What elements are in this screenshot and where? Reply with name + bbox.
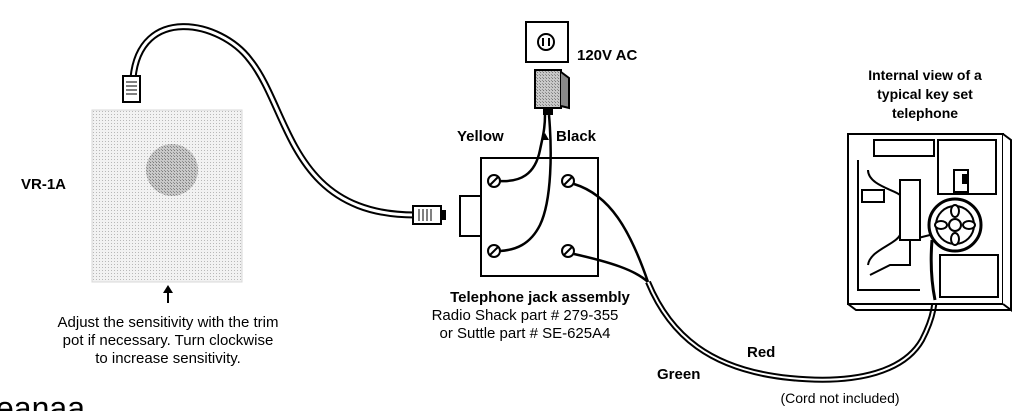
instruction-line-3: to increase sensitivity. [95, 350, 241, 367]
cord-note: (Cord not included) [780, 390, 899, 406]
instruction-line-1: Adjust the sensitivity with the trim [58, 314, 279, 331]
jack-line-2: or Suttle part # SE-625A4 [440, 325, 611, 342]
rj11-plug-jack-icon [412, 205, 446, 225]
rj11-plug-top-icon [122, 75, 141, 103]
wire-yellow-label: Yellow [457, 128, 504, 145]
wire-red-label: Red [747, 344, 775, 361]
phone-cord [129, 23, 416, 219]
power-outlet [525, 21, 569, 63]
trim-pot-arrow-icon [163, 285, 173, 303]
instruction-line-2: pot if necessary. Turn clockwise [63, 332, 274, 349]
power-wires [499, 114, 552, 253]
jack-assembly [459, 157, 599, 277]
screw-icon [487, 174, 501, 188]
phone-caption-line-1: Internal view of a [868, 67, 982, 83]
line-wires [573, 182, 938, 383]
wire-black-label: Black [556, 128, 597, 145]
ac-adapter-plug [534, 69, 570, 115]
screw-icon [561, 244, 575, 258]
screw-icon [561, 174, 575, 188]
screw-icon [487, 244, 501, 258]
key-set-telephone [847, 133, 1012, 312]
phone-caption-line-2: typical key set [877, 86, 973, 102]
jack-title: Telephone jack assembly [450, 289, 630, 306]
cropped-partial-text: eanaa [0, 390, 85, 411]
vr1a-device [91, 109, 243, 283]
power-label: 120V AC [577, 47, 637, 64]
phone-caption-line-3: telephone [892, 105, 958, 121]
wire-green-label: Green [657, 366, 700, 383]
device-label: VR-1A [21, 176, 66, 193]
jack-line-1: Radio Shack part # 279-355 [432, 307, 619, 324]
